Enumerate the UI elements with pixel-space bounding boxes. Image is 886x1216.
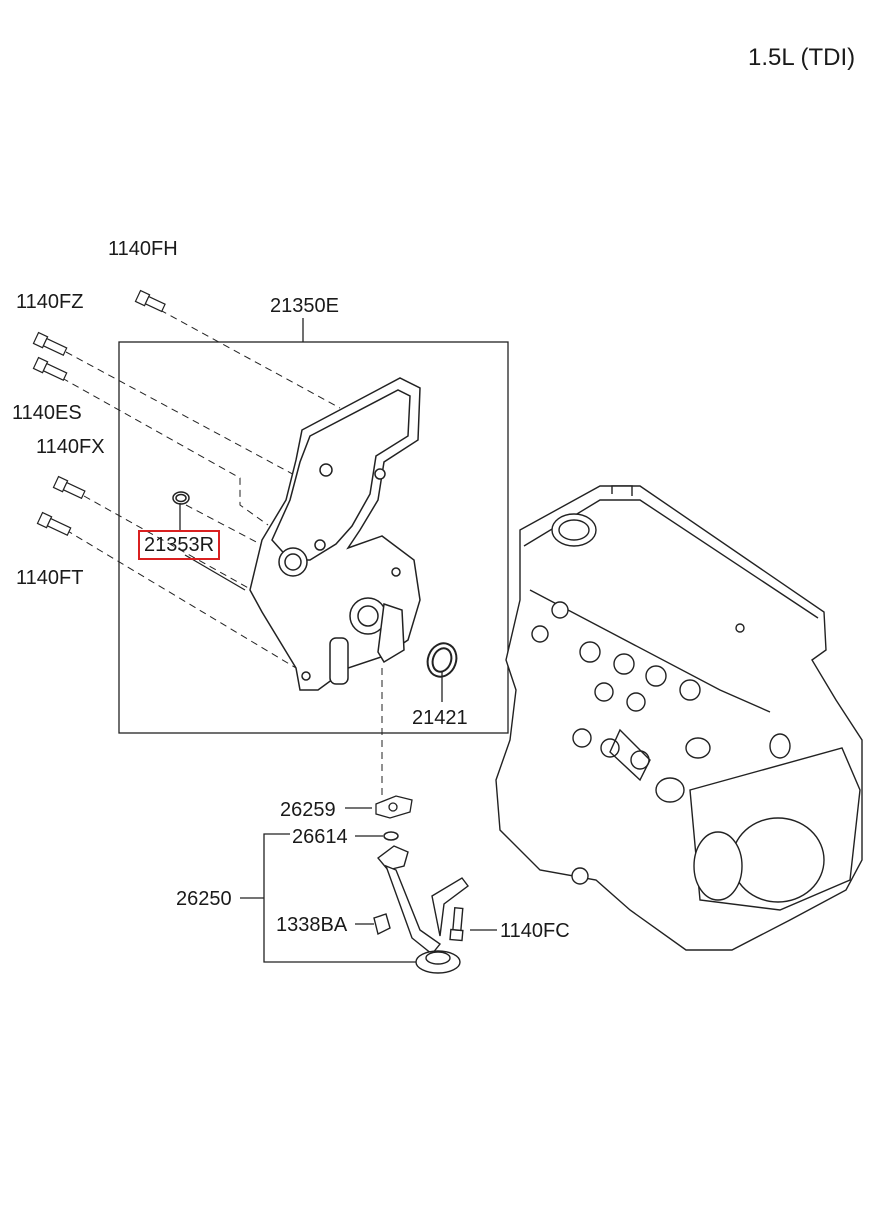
part-label-1140fh[interactable]: 1140FH: [108, 238, 178, 260]
part-label-1140fx[interactable]: 1140FX: [36, 436, 105, 458]
part-label-26259[interactable]: 26259: [280, 799, 336, 821]
timing-cover-assembly-box: [118, 341, 509, 734]
bolt-icon: [32, 289, 166, 536]
part-label-1140ft[interactable]: 1140FT: [16, 567, 84, 589]
timing-cover-drawing: [249, 377, 421, 691]
part-label-21350e[interactable]: 21350E: [270, 295, 339, 317]
part-label-1140fz[interactable]: 1140FZ: [16, 291, 84, 313]
part-label-21353r-highlighted[interactable]: 21353R: [138, 530, 221, 560]
part-label-21421[interactable]: 21421: [412, 707, 468, 729]
part-label-1140es[interactable]: 1140ES: [12, 402, 82, 424]
part-label-26250[interactable]: 26250: [176, 888, 232, 910]
part-label-1140fc[interactable]: 1140FC: [500, 920, 570, 942]
part-label-1338ba[interactable]: 1338BA: [276, 914, 348, 936]
engine-block-drawing: [495, 485, 863, 951]
engine-type-label: 1.5L (TDI): [748, 44, 856, 71]
part-label-26614[interactable]: 26614: [292, 826, 348, 848]
oil-strainer-drawing: [373, 845, 469, 974]
